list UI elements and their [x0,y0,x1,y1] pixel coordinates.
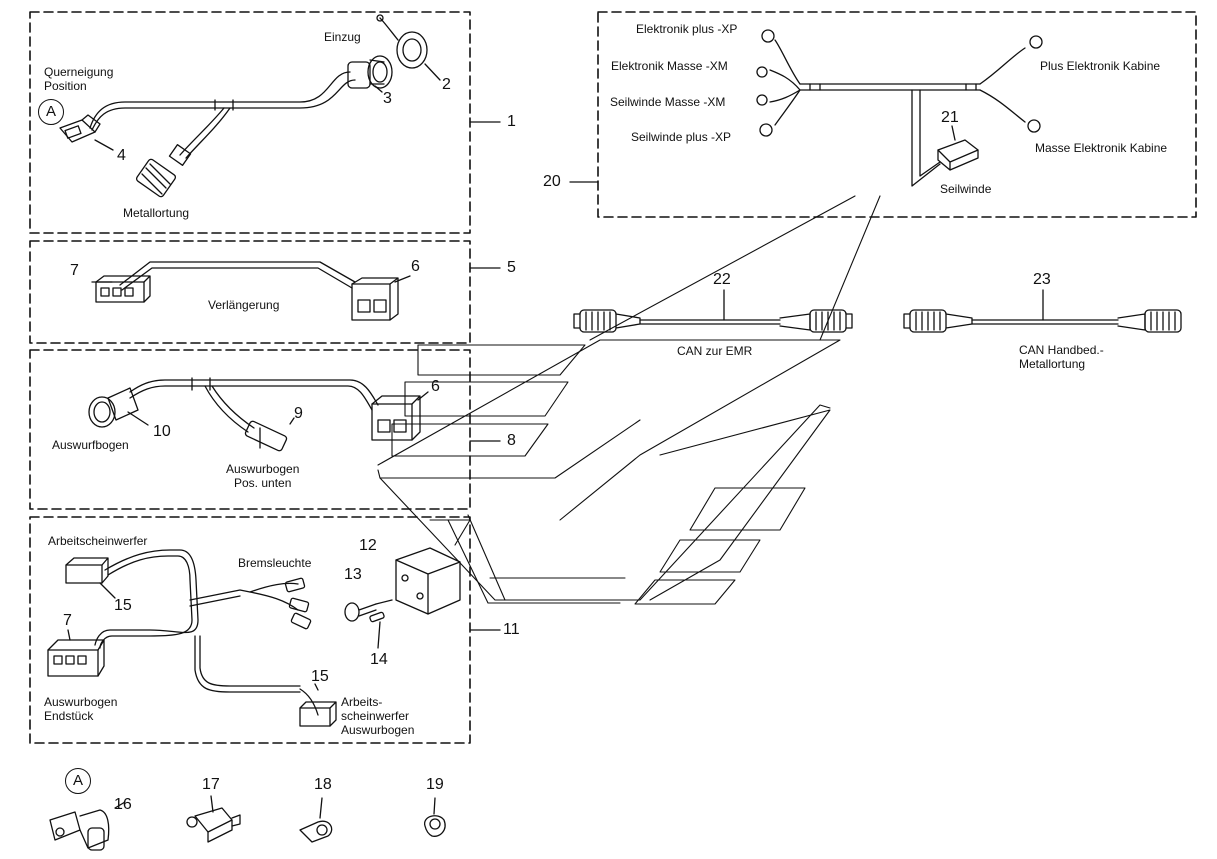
part-number-7: 7 [70,262,79,279]
marker-a-icon: A [38,99,64,125]
label-verlaengerung: Verlängerung [208,298,280,312]
part-number-7b: 7 [63,612,72,629]
part-number-4: 4 [117,147,126,164]
part-number-17: 17 [202,776,220,793]
part-number-15b: 15 [311,668,329,685]
part-number-21: 21 [941,109,959,126]
part-16 [49,801,126,851]
part-number-10: 10 [153,423,171,440]
connector-10 [88,387,139,428]
label-can-handbed-metallortung: CAN Handbed.- Metallortung [1019,343,1104,371]
machine-outline [377,195,881,605]
label-elektronik-plus-xp: Elektronik plus -XP [636,22,738,36]
part-number-2: 2 [442,76,451,93]
ring-terminals-right [1027,35,1043,133]
connector-3 [347,55,393,89]
group-ref-11: 11 [503,621,520,638]
connector-9 [244,420,288,452]
connector-metallortung [135,158,177,198]
part-number-18: 18 [314,776,332,793]
part-19 [424,797,446,837]
brake-light-12 [395,547,461,615]
ring-terminals-left [756,29,775,137]
connector-6b [371,395,421,441]
group-ref-8: 8 [507,432,516,449]
label-seilwinde: Seilwinde [940,182,992,196]
label-seilwinde-masse-xm: Seilwinde Masse -XM [610,95,726,109]
part-17 [186,795,241,843]
group-8-frame [29,349,471,510]
label-arbeitsscheinwerfer: Arbeitscheinwerfer [48,534,148,548]
label-arbeitsscheinwerfer-auswurfbogen: Arbeits- scheinwerfer Auswurbogen [341,695,415,737]
connector-15a [65,557,109,584]
connector-7 [95,275,151,303]
part-number-13: 13 [344,566,362,583]
harness-8 [88,377,429,452]
label-auswurfbogen: Auswurfbogen [52,438,129,452]
part-number-19: 19 [426,776,444,793]
harness-20 [756,29,1043,187]
part-number-9: 9 [294,405,303,422]
group-frames [29,11,1197,744]
part-number-16: 16 [114,796,132,813]
harness-11 [47,547,461,727]
part-number-15a: 15 [114,597,132,614]
part-number-23: 23 [1033,271,1051,288]
cable-23 [903,289,1182,333]
bremsleuchte-terminals [284,577,312,630]
label-bremsleuchte: Bremsleuchte [238,556,312,570]
part-number-14: 14 [370,651,388,668]
bulb-13 [344,599,393,622]
part-number-6: 6 [411,258,420,275]
marker-a-icon-2: A [65,768,91,794]
part-18 [299,797,333,843]
connector-15b [299,701,337,727]
label-masse-elektronik-kabine: Masse Elektronik Kabine [1035,141,1168,155]
label-can-zur-emr: CAN zur EMR [677,344,753,358]
group-5-frame [29,240,471,344]
label-seilwinde-plus-xp: Seilwinde plus -XP [631,130,732,144]
label-einzug: Einzug [324,30,361,44]
group-ref-1: 1 [507,113,516,130]
group-ref-20: 20 [543,173,561,190]
cap-2 [376,14,428,69]
connector-21 [937,139,979,171]
connector-4 [59,114,101,143]
connector-7b [47,639,105,677]
group-20-frame [597,11,1197,218]
label-auswurfbogen-pos-unten: Auswurbogen Pos. unten [226,462,300,490]
label-querneigung-position: Querneigung Position [44,65,114,93]
group-ref-5: 5 [507,259,516,276]
part-number-6b: 6 [431,378,440,395]
cable-22 [573,289,853,333]
connector-6 [351,277,399,321]
part-number-22: 22 [713,271,731,288]
harness-5 [91,261,411,321]
part-number-12: 12 [359,537,377,554]
label-plus-elektronik-kabine: Plus Elektronik Kabine [1040,59,1161,73]
part-number-3: 3 [383,90,392,107]
fuse-14 [369,611,385,623]
label-auswurfbogen-endstueck: Auswurbogen Endstück [44,695,118,723]
label-metallortung: Metallortung [123,206,190,220]
label-elektronik-masse-xm: Elektronik Masse -XM [611,59,728,73]
harness-1 [59,14,441,198]
